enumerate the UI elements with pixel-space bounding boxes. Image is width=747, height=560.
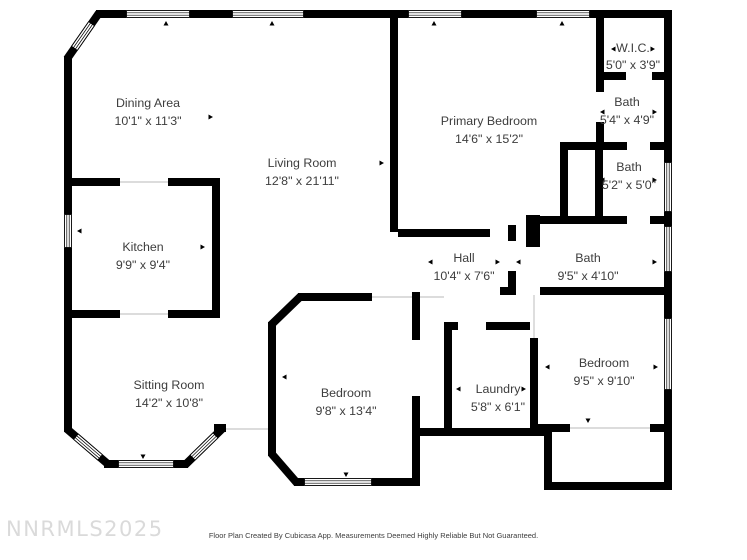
windows — [64, 10, 672, 486]
room-name: Dining Area — [116, 96, 180, 110]
room-dims: 10'1" x 11'3" — [114, 114, 181, 128]
exterior-walls — [63, 10, 672, 490]
room-label-bath-hall: Bath 9'5" x 4'10" — [557, 251, 618, 283]
room-dims: 9'8" x 13'4" — [315, 404, 376, 418]
room-name: Kitchen — [122, 240, 163, 254]
room-dims: 9'5" x 4'10" — [557, 269, 618, 283]
room-label-laundry: Laundry 5'8" x 6'1" — [471, 382, 525, 414]
room-dims: 9'9" x 9'4" — [116, 258, 170, 272]
room-dims: 12'8" x 21'11" — [265, 174, 339, 188]
room-label-living-room: Living Room 12'8" x 21'11" — [265, 156, 339, 188]
window-bath-middle — [664, 162, 672, 212]
room-name: Bedroom — [579, 356, 629, 370]
room-dims: 10'4" x 7'6" — [433, 269, 494, 283]
window-primary-1 — [408, 10, 462, 18]
room-name: Laundry — [476, 382, 522, 396]
room-name: Primary Bedroom — [441, 114, 537, 128]
room-name: Hall — [453, 251, 474, 265]
interior-walls — [72, 18, 664, 428]
window-corner-top-left — [70, 21, 96, 51]
room-label-kitchen: Kitchen 9'9" x 9'4" — [116, 240, 170, 272]
window-primary-2 — [536, 10, 590, 18]
window-dining — [126, 10, 190, 18]
room-labels: Dining Area 10'1" x 11'3" Living Room 12… — [114, 41, 660, 418]
room-label-dining-area: Dining Area 10'1" x 11'3" — [114, 96, 181, 128]
room-dims: 5'8" x 6'1" — [471, 400, 525, 414]
room-dims: 5'0" x 3'9" — [606, 58, 660, 72]
window-living-top — [232, 10, 304, 18]
room-dims: 5'4" x 4'9" — [600, 113, 654, 127]
room-name: W.I.C. — [616, 41, 650, 55]
room-label-bath-middle: Bath 5'2" x 5'0" — [602, 160, 656, 192]
dimension-arrows — [77, 21, 658, 477]
room-label-wic: W.I.C. 5'0" x 3'9" — [606, 41, 660, 72]
room-name: Sitting Room — [134, 378, 205, 392]
window-sitting-bay — [118, 460, 174, 468]
room-name: Living Room — [268, 156, 337, 170]
footer-disclaimer: Floor Plan Created By Cubicasa App. Meas… — [208, 531, 539, 540]
room-name: Bath — [616, 160, 642, 174]
room-label-bedroom-bottom: Bedroom 9'8" x 13'4" — [315, 386, 376, 418]
window-bay-right — [189, 432, 219, 461]
room-name: Bedroom — [321, 386, 371, 400]
room-name: Bath — [614, 95, 640, 109]
room-name: Bath — [575, 251, 601, 265]
room-dims: 9'5" x 9'10" — [573, 374, 634, 388]
room-dims: 5'2" x 5'0" — [602, 178, 656, 192]
room-label-bedroom-right: Bedroom 9'5" x 9'10" — [573, 356, 634, 388]
room-dims: 14'6" x 15'2" — [455, 132, 523, 146]
window-bath-hall — [664, 226, 672, 272]
room-label-bath-upper: Bath 5'4" x 4'9" — [600, 95, 654, 127]
room-label-sitting-room: Sitting Room 14'2" x 10'8" — [134, 378, 205, 410]
window-kitchen — [64, 214, 72, 248]
window-bay-left — [72, 433, 104, 461]
window-bedroom-bottom — [304, 478, 372, 486]
watermark: NNRMLS2025 — [6, 517, 164, 541]
room-label-primary-bedroom: Primary Bedroom 14'6" x 15'2" — [441, 114, 537, 146]
window-bedroom-right — [664, 318, 672, 390]
room-dims: 14'2" x 10'8" — [135, 396, 203, 410]
door-openings — [120, 181, 650, 430]
room-label-hall: Hall 10'4" x 7'6" — [433, 251, 494, 283]
